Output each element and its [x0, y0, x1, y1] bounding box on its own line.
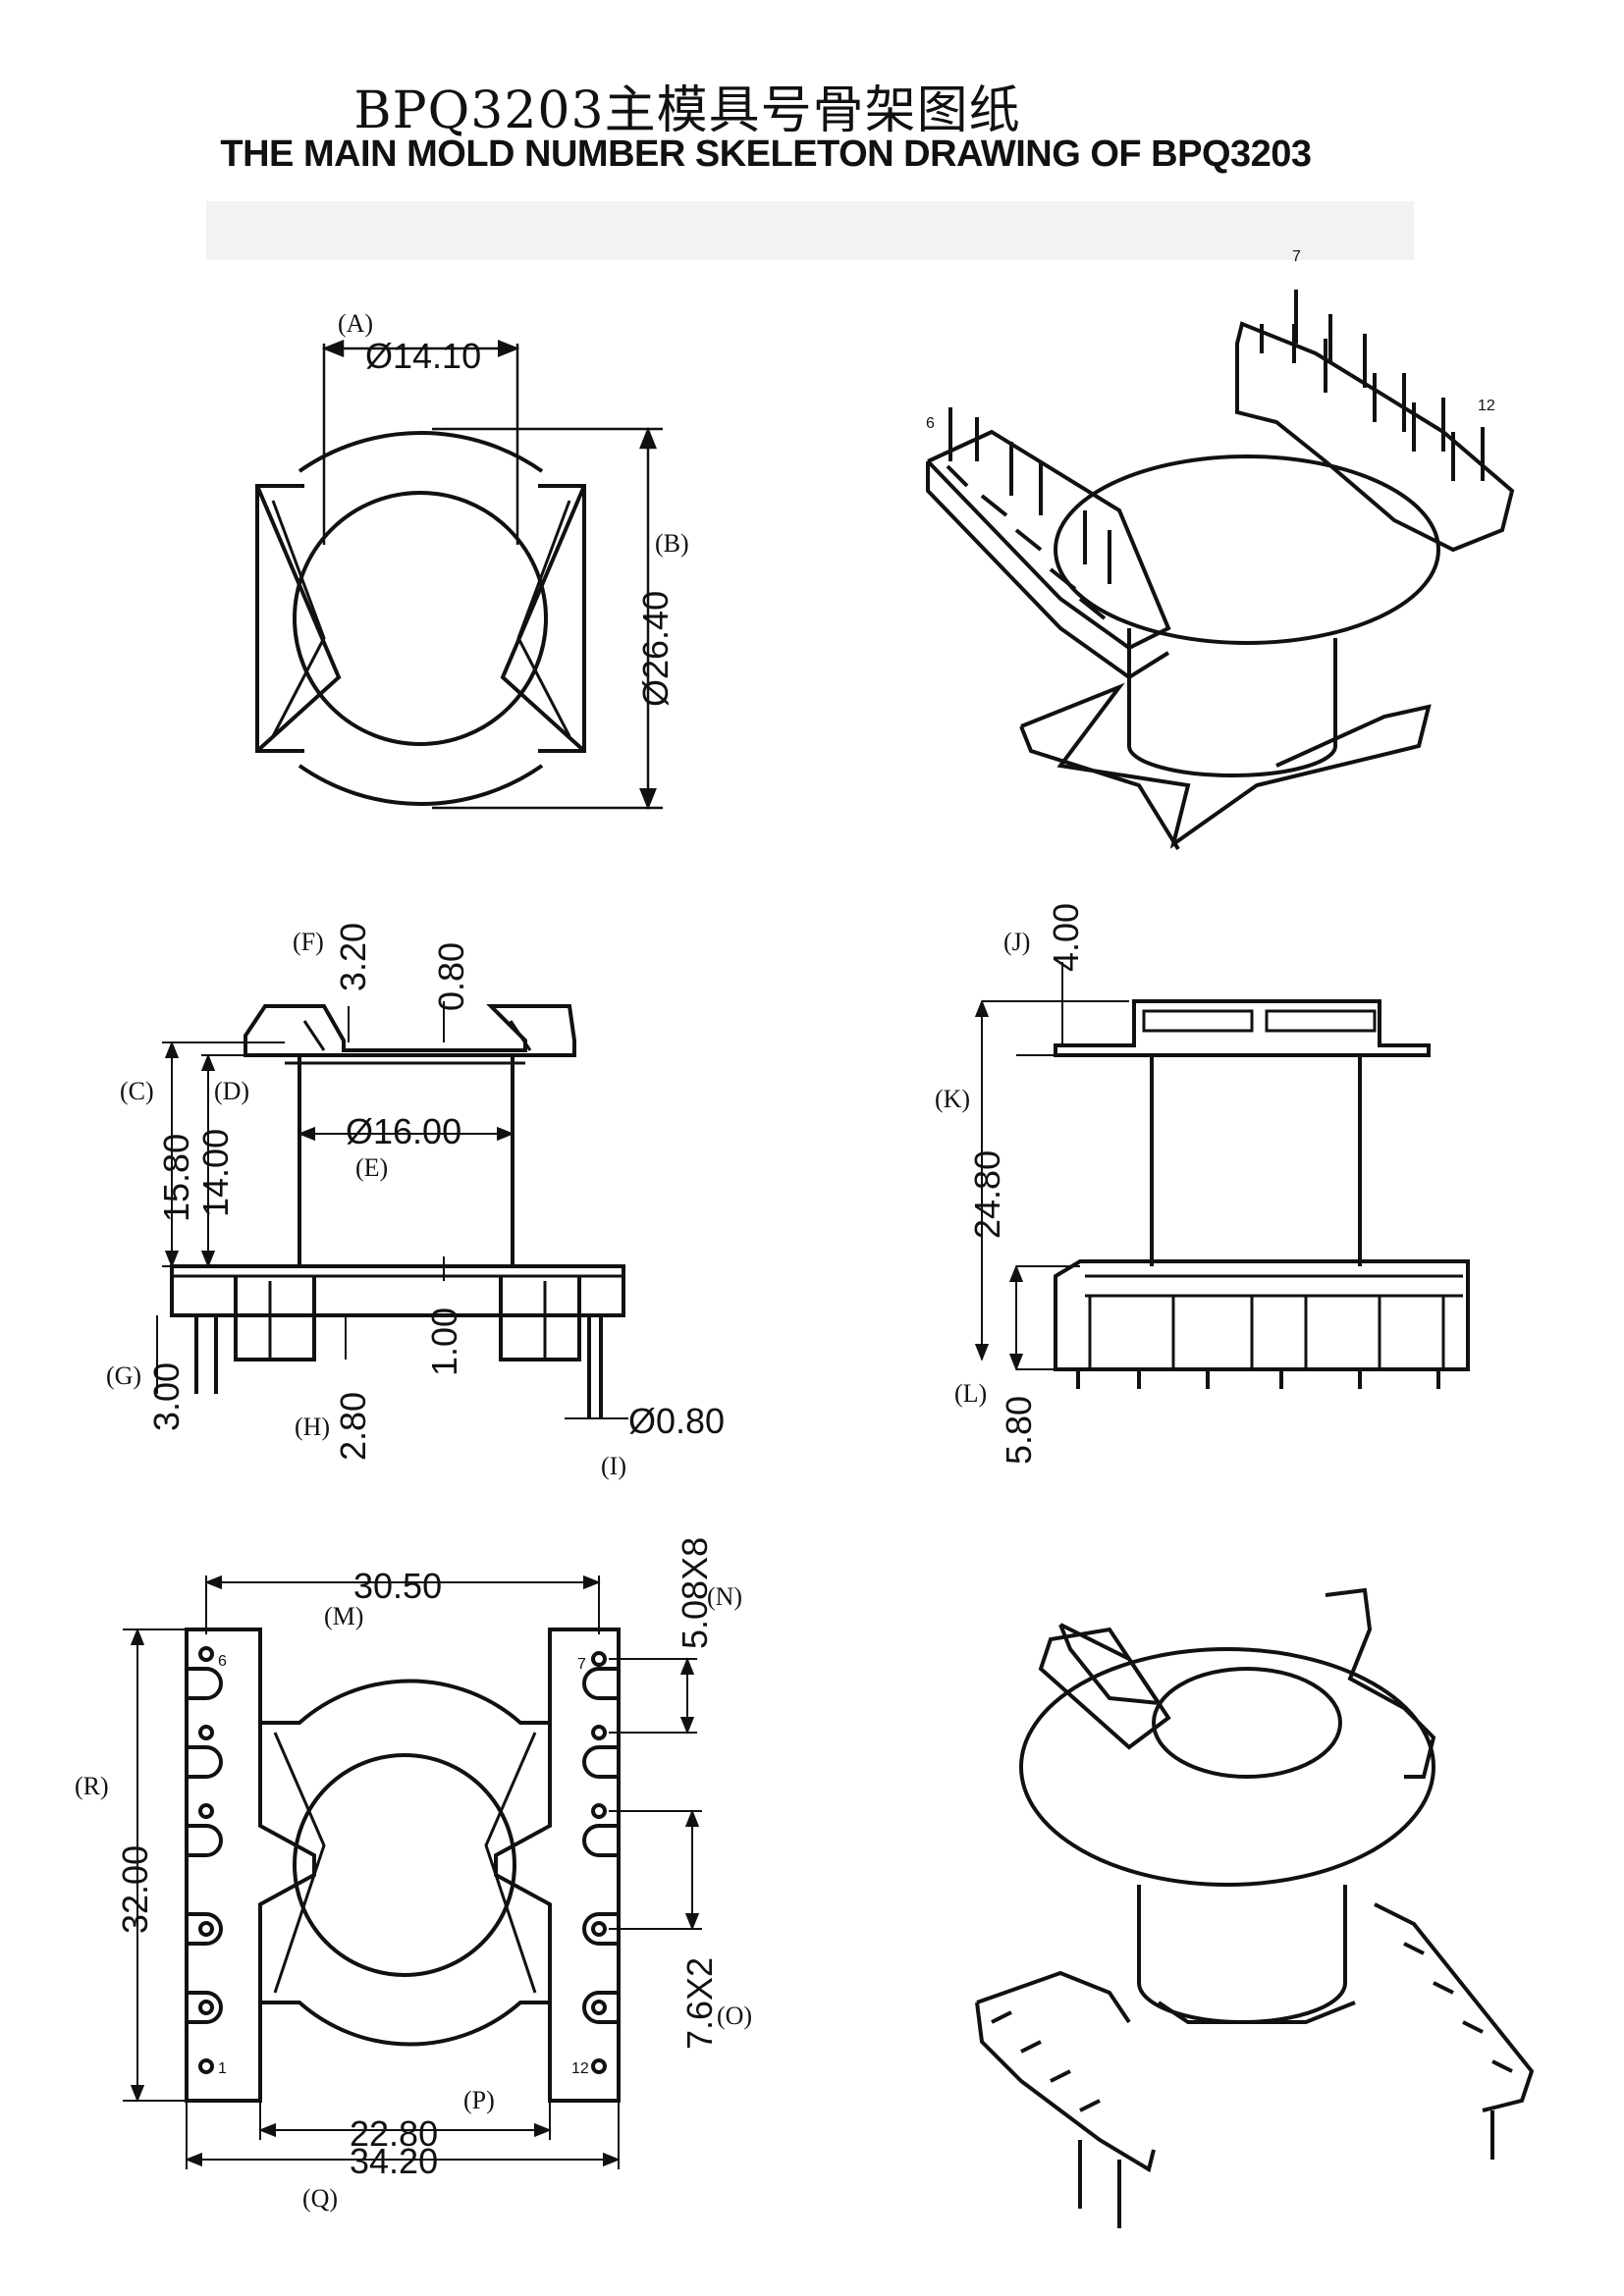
label-P-tag: (P) — [463, 2086, 495, 2114]
title-chinese: BPQ3203主模具号骨架图纸 — [353, 81, 1021, 140]
label-K-value: 24.80 — [967, 1150, 1007, 1239]
bottom-pin-6: 6 — [218, 1653, 227, 1670]
iso-pin-7: 7 — [1292, 248, 1301, 265]
bottom-view — [123, 1575, 702, 2169]
label-wall-bottom: 1.00 — [424, 1308, 464, 1376]
label-A-tag: (A) — [338, 309, 373, 338]
iso-pin-12: 12 — [1478, 398, 1495, 414]
label-P-value: 22.80 — [350, 2113, 438, 2154]
label-L-value: 5.80 — [999, 1396, 1039, 1465]
label-N-tag: (N) — [707, 1582, 742, 1611]
label-Q-tag: (Q) — [302, 2184, 338, 2213]
iso-view-bottom — [975, 1587, 1535, 2228]
iso-view-top — [926, 290, 1515, 851]
label-B-value: Ø26.40 — [635, 591, 676, 707]
scan-shadow — [206, 201, 1414, 260]
label-R-value: 32.00 — [115, 1845, 155, 1934]
label-M-value: 30.50 — [353, 1566, 442, 1606]
label-C-tag: (C) — [120, 1077, 154, 1105]
label-D-tag: (D) — [214, 1077, 249, 1105]
label-M-tag: (M) — [324, 1602, 363, 1630]
bottom-pin-1: 1 — [218, 2060, 227, 2077]
label-L-tag: (L) — [954, 1379, 987, 1408]
label-E-tag: (E) — [355, 1153, 388, 1182]
label-D-value: 14.00 — [195, 1129, 236, 1217]
label-C-value: 15.80 — [156, 1134, 196, 1222]
label-K-tag: (K) — [935, 1085, 970, 1113]
label-Q-value: 34.20 — [350, 2141, 438, 2181]
label-wall-top: 0.80 — [431, 942, 471, 1011]
label-J-value: 4.00 — [1046, 903, 1086, 972]
top-view — [255, 340, 663, 811]
label-H-value: 2.80 — [333, 1392, 373, 1461]
label-R-tag: (R) — [75, 1772, 109, 1800]
label-O-value: 7.6X2 — [679, 1957, 720, 2050]
label-O-tag: (O) — [717, 2002, 752, 2030]
label-I-value: Ø0.80 — [628, 1401, 725, 1441]
label-B-tag: (B) — [655, 529, 689, 558]
title-english: THE MAIN MOLD NUMBER SKELETON DRAWING OF… — [220, 133, 1312, 175]
bottom-pin-7: 7 — [577, 1656, 586, 1673]
bottom-pin-12: 12 — [571, 2060, 589, 2077]
label-F-value: 3.20 — [333, 923, 373, 991]
label-N-value: 5.08X8 — [675, 1537, 715, 1649]
front-view — [974, 962, 1470, 1389]
label-F-tag: (F) — [293, 928, 324, 956]
label-G-value: 3.00 — [146, 1362, 187, 1431]
label-J-tag: (J) — [1003, 928, 1030, 956]
label-A-value: Ø14.10 — [365, 336, 481, 376]
side-view — [156, 1001, 628, 1419]
label-G-tag: (G) — [106, 1362, 141, 1390]
label-E-value: Ø16.00 — [346, 1111, 461, 1151]
label-I-tag: (I) — [601, 1452, 626, 1480]
iso-pin-6: 6 — [926, 415, 935, 432]
label-H-tag: (H) — [295, 1413, 330, 1441]
